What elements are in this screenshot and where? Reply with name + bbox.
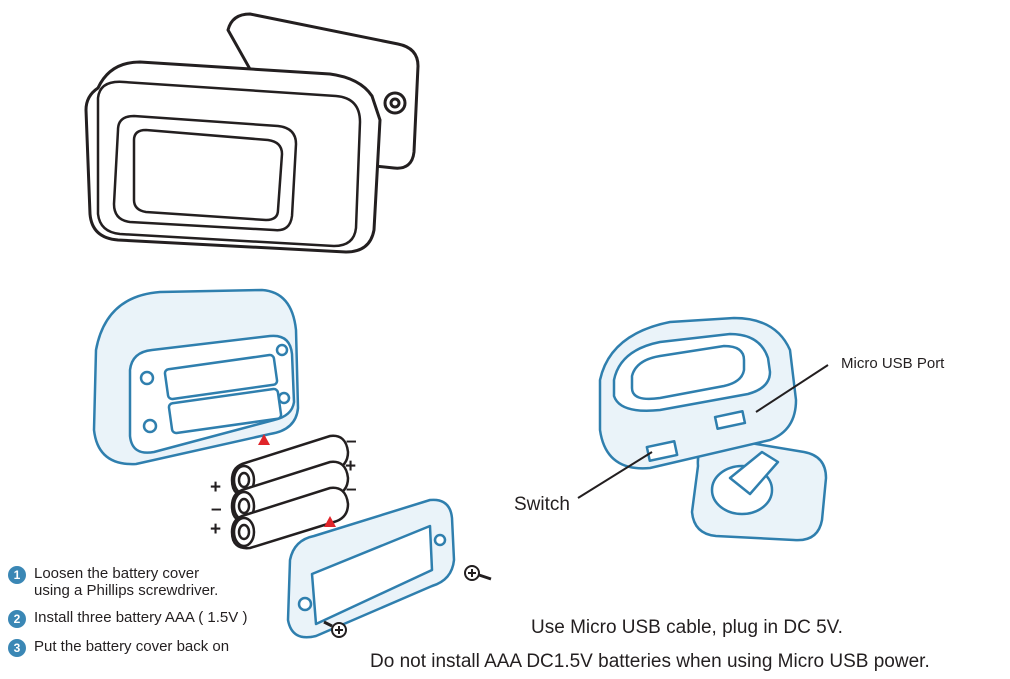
micro-usb-port-label: Micro USB Port: [841, 355, 945, 372]
step-3-text: Put the battery cover back on: [34, 638, 230, 655]
polarity-right-1: –: [346, 431, 357, 452]
insert-arrow-upper: [258, 434, 270, 445]
insert-arrow-lower: [324, 516, 336, 527]
aaa-batteries: [230, 434, 350, 550]
step-1-line2: using a Phillips screwdriver.: [34, 582, 219, 599]
polarity-left-2: –: [211, 499, 222, 520]
step-2-text: Install three battery AAA ( 1.5V ): [34, 609, 248, 626]
sensor-front-view: [84, 12, 420, 254]
polarity-right-2: +: [345, 456, 357, 477]
step-3: 3 Put the battery cover back on: [8, 638, 247, 657]
battery-cover: [286, 498, 456, 639]
sensor-side-view: [598, 316, 828, 542]
battery-install-steps: 1 Loosen the battery cover using a Phill…: [8, 565, 247, 667]
step-1-line1: Loosen the battery cover: [34, 565, 200, 582]
step-1: 1 Loosen the battery cover using a Phill…: [8, 565, 247, 599]
polarity-right-3: –: [346, 479, 357, 500]
step-2-badge: 2: [8, 610, 26, 628]
screws: [323, 565, 492, 638]
battery-warning-note: Do not install AAA DC1.5V batteries when…: [370, 651, 930, 672]
step-2: 2 Install three battery AAA ( 1.5V ): [8, 609, 247, 628]
step-1-badge: 1: [8, 566, 26, 584]
switch-callout-line: [577, 451, 653, 499]
switch-label: Switch: [514, 494, 570, 515]
step-3-badge: 3: [8, 639, 26, 657]
battery-housing-open: [92, 288, 300, 466]
polarity-left-3: +: [210, 519, 222, 540]
usb-callout-line: [755, 364, 829, 413]
step-1-text: Loosen the battery cover using a Phillip…: [34, 565, 218, 599]
usb-power-note: Use Micro USB cable, plug in DC 5V.: [531, 617, 843, 638]
polarity-left-1: +: [210, 477, 222, 498]
